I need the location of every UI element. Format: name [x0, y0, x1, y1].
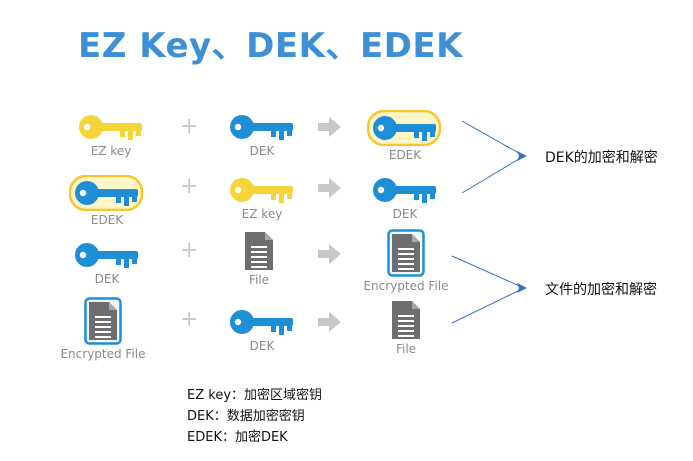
connector-arrowhead	[517, 151, 527, 161]
document-icon	[204, 231, 314, 271]
page-title: EZ Key、DEK、EDEK	[78, 26, 464, 66]
yellow-key-icon	[56, 112, 166, 142]
row1-col2-item: DEK	[207, 112, 317, 158]
connector-line	[451, 255, 525, 289]
arrow-right-icon	[318, 312, 342, 332]
connector-line	[461, 155, 525, 194]
row2-col3-item: DEK	[350, 175, 460, 221]
arrow-right-icon	[318, 178, 342, 198]
yellow-key-icon	[207, 175, 317, 205]
item-label: Encrypted File	[60, 347, 146, 361]
legend-item-ezkey: EZ key：加密区域密钥	[187, 388, 323, 403]
row1-col1-item: EZ key	[56, 112, 166, 158]
item-label: EZ key	[90, 144, 132, 158]
row4-col1-item: Encrypted File	[48, 297, 158, 361]
row1-col3-item: EDEK	[350, 110, 460, 162]
item-label: File	[248, 273, 270, 287]
connector-line	[461, 120, 525, 157]
row3-col2-item: File	[204, 231, 314, 287]
row4-col2-item: DEK	[207, 307, 317, 353]
item-label: DEK	[94, 272, 120, 286]
plus-icon: +	[180, 307, 199, 332]
blue-key-icon	[207, 112, 317, 142]
blue-key-icon	[350, 175, 460, 205]
legend-item-edek: EDEK：加密DEK	[187, 430, 288, 445]
plus-icon: +	[180, 238, 199, 263]
item-label: EDEK	[90, 213, 124, 227]
side-label-file: 文件的加密和解密	[545, 282, 657, 298]
row2-col2-item: EZ key	[207, 175, 317, 221]
item-label: DEK	[249, 339, 275, 353]
row2-col1-item: EDEK	[52, 175, 162, 227]
item-label: DEK	[392, 207, 418, 221]
item-label: DEK	[249, 144, 275, 158]
framed-blue-key-icon	[52, 175, 162, 211]
item-label: EZ key	[241, 207, 283, 221]
row3-col1-item: DEK	[52, 240, 162, 286]
item-label: File	[395, 342, 417, 356]
blue-key-icon	[52, 240, 162, 270]
item-label: Encrypted File	[363, 279, 449, 293]
legend-item-dek: DEK：数据加密密钥	[187, 409, 305, 424]
document-icon	[351, 300, 461, 340]
blue-key-icon	[207, 307, 317, 337]
item-label: EDEK	[388, 148, 422, 162]
framed-document-icon	[351, 229, 461, 277]
plus-icon: +	[180, 114, 199, 139]
connector-arrowhead	[517, 283, 527, 293]
connector-line	[451, 287, 525, 324]
row3-col3-item: Encrypted File	[351, 229, 461, 293]
side-label-dek: DEK的加密和解密	[545, 150, 658, 166]
framed-document-icon	[48, 297, 158, 345]
arrow-right-icon	[318, 244, 342, 264]
arrow-right-icon	[318, 117, 342, 137]
row4-col3-item: File	[351, 300, 461, 356]
plus-icon: +	[180, 174, 199, 199]
framed-blue-key-icon	[350, 110, 460, 146]
